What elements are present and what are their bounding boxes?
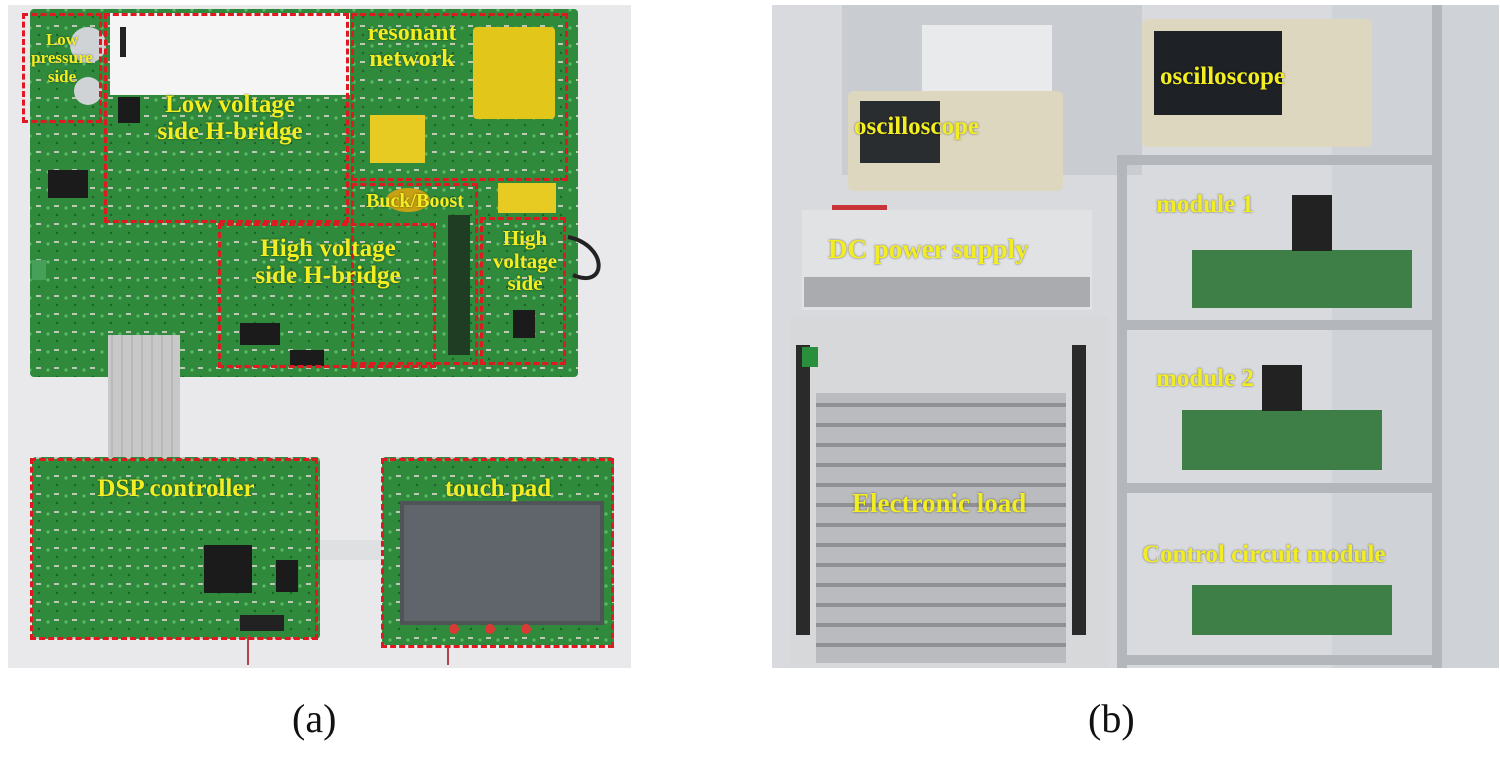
label-dsp-controller: DSP controller xyxy=(97,475,255,502)
lab-setup-illustration xyxy=(790,5,1499,668)
annotation-box-high-voltage-side xyxy=(480,217,566,365)
caption-a: (a) xyxy=(292,696,337,741)
annotation-box-buck-boost xyxy=(351,183,478,365)
photo-panel-b: oscilloscope oscilloscope DC power suppl… xyxy=(772,5,1499,668)
label-oscilloscope-left: oscilloscope xyxy=(854,113,979,140)
annotation-box-low-pressure xyxy=(22,13,102,123)
photo-panel-a: Low pressure side Low voltage side H-bri… xyxy=(8,5,631,668)
label-buck-boost: Buck/Boost xyxy=(366,190,464,212)
label-resonant-network: resonant network xyxy=(367,20,457,72)
label-control-circuit-module: Control circuit module xyxy=(1142,541,1386,568)
label-high-voltage-side: High voltage side xyxy=(492,226,558,296)
label-dc-power-supply: DC power supply xyxy=(828,234,1029,264)
label-low-pressure-side: Low pressure side xyxy=(31,30,93,86)
label-module-1: module 1 xyxy=(1156,191,1254,218)
annotation-box-resonant-network xyxy=(351,13,568,181)
annotation-box-high-voltage-h-bridge xyxy=(218,223,436,368)
label-touch-pad: touch pad xyxy=(444,475,552,502)
pcb-photo-illustration xyxy=(30,9,614,665)
annotation-box-touch-pad xyxy=(381,458,614,648)
label-electronic-load: Electronic load xyxy=(852,488,1027,518)
caption-b: (b) xyxy=(1088,696,1135,741)
annotation-box-dsp-controller xyxy=(30,458,318,640)
annotation-box-low-voltage-h-bridge xyxy=(104,13,349,223)
label-oscilloscope-right: oscilloscope xyxy=(1160,63,1285,90)
label-module-2: module 2 xyxy=(1156,365,1254,392)
label-low-voltage-h-bridge: Low voltage side H-bridge xyxy=(157,91,303,145)
label-high-voltage-h-bridge: High voltage side H-bridge xyxy=(255,235,401,289)
